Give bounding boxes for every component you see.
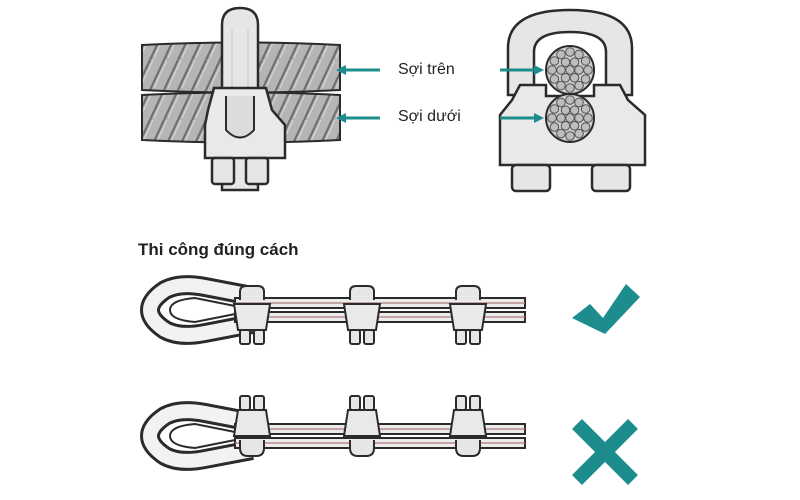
check-icon [572, 284, 640, 334]
cross-section-clip [498, 8, 647, 193]
incorrect-example [139, 395, 638, 485]
section-title: Thi công đúng cách [138, 240, 299, 259]
rope-clip [342, 395, 382, 457]
lower-strand-label: Sợi dưới [398, 108, 461, 125]
nut-right [244, 156, 270, 186]
nut-left [210, 156, 236, 186]
lower-strand-section [545, 93, 595, 143]
nut-cross-right [590, 163, 632, 193]
correct-example [139, 275, 640, 345]
cross-icon [572, 419, 638, 485]
rope-clip [232, 285, 272, 345]
side-view-clip [141, 6, 380, 192]
rope-clip [342, 285, 382, 345]
rope-clip [232, 395, 272, 457]
rope-clip [448, 395, 488, 457]
nut-cross-left [510, 163, 552, 193]
upper-strand-section [545, 45, 595, 95]
upper-strand-label: Sợi trên [398, 61, 455, 78]
u-bolt-cross [506, 8, 634, 97]
rope-clip [448, 285, 488, 345]
